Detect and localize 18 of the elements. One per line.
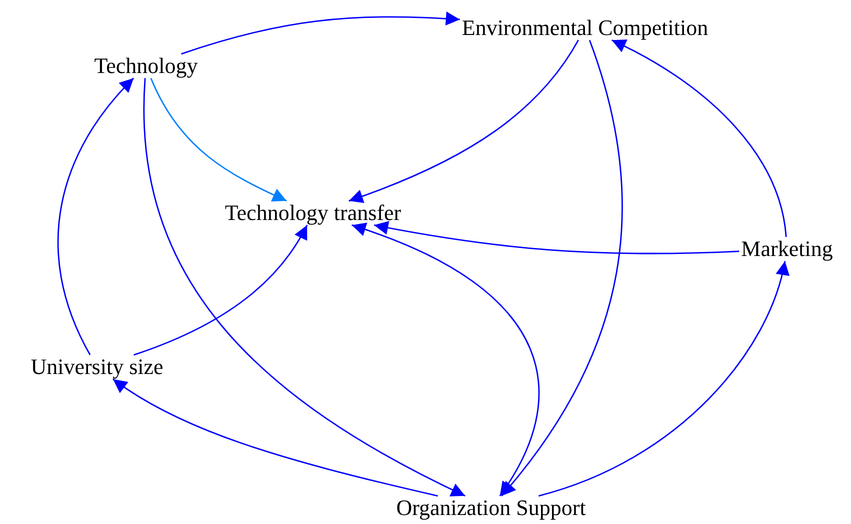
arrow bbox=[374, 220, 740, 254]
node-label: Environmental Competition bbox=[460, 16, 710, 40]
arrow bbox=[611, 39, 787, 237]
arrow bbox=[150, 78, 287, 202]
arrow bbox=[348, 40, 579, 203]
arrow bbox=[112, 378, 438, 497]
node-label: Organization Support bbox=[394, 496, 588, 520]
node-label: Technology transfer bbox=[222, 200, 404, 226]
node-label: Technology bbox=[92, 54, 200, 78]
arrow bbox=[134, 224, 308, 356]
arrow bbox=[538, 260, 789, 497]
arrow bbox=[501, 40, 623, 496]
node-label: Marketing bbox=[739, 236, 835, 262]
arrow bbox=[352, 223, 540, 496]
arrow bbox=[144, 78, 466, 497]
arrow bbox=[181, 12, 460, 55]
node-label: University size bbox=[28, 354, 166, 380]
arrow bbox=[58, 78, 134, 356]
